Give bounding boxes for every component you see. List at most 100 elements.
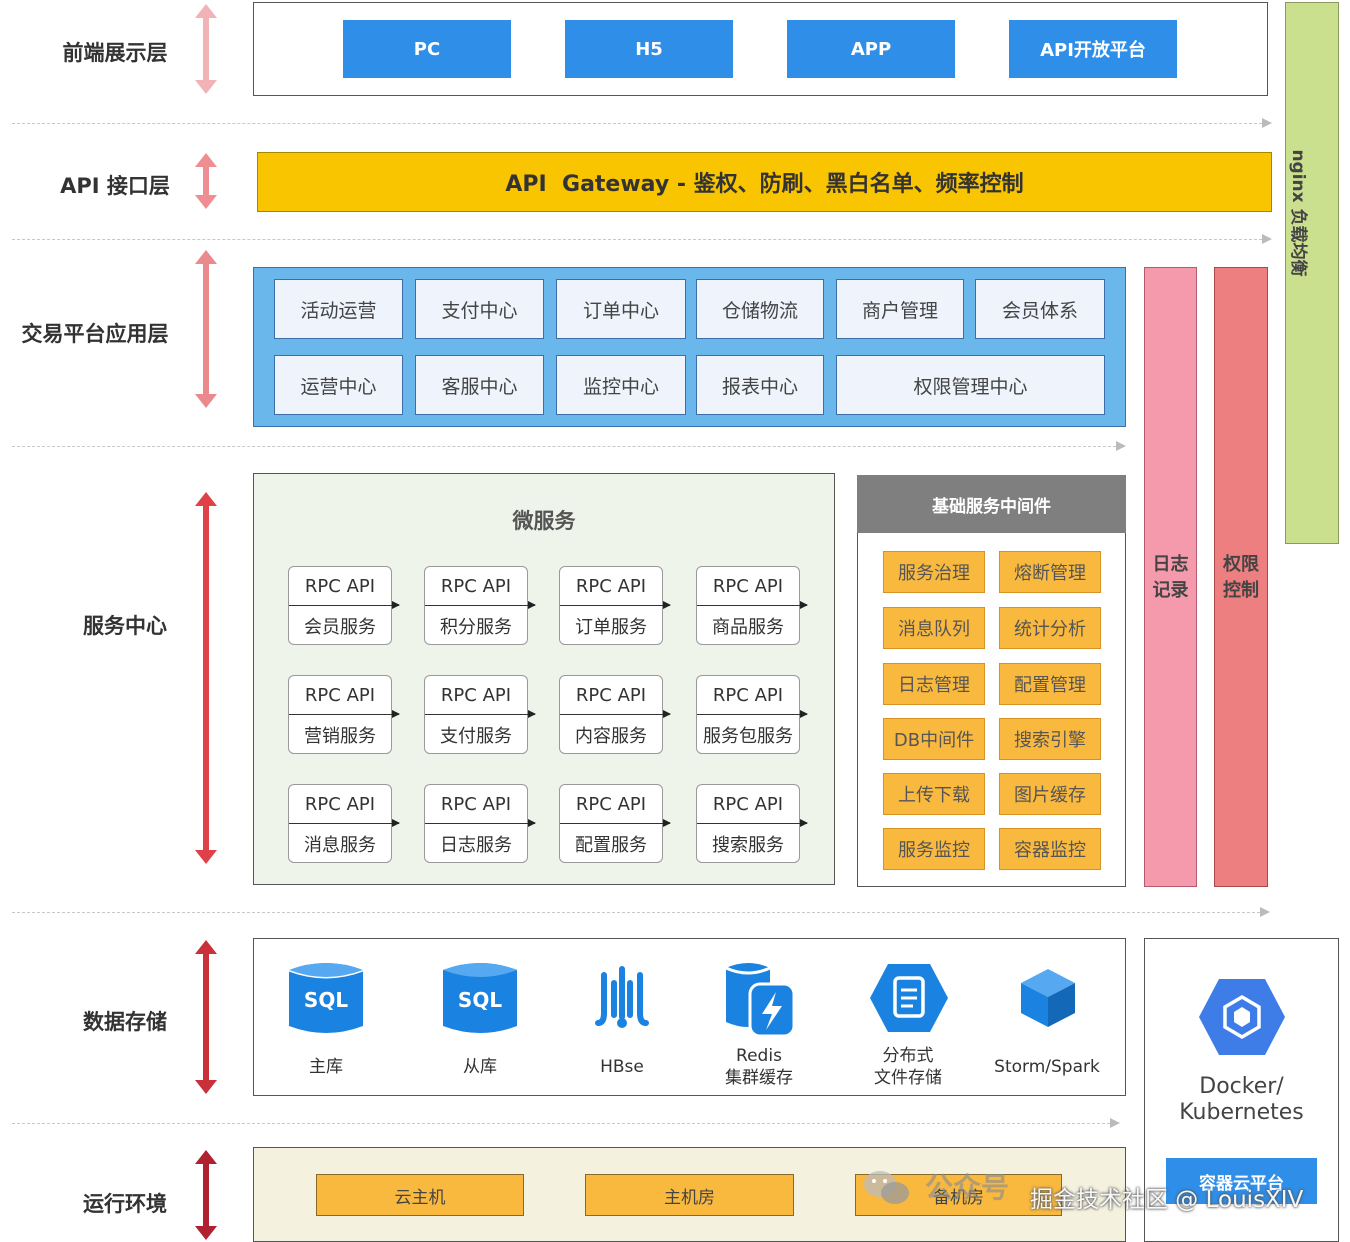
rpc-api-label: RPC API [440, 684, 512, 706]
rpc-arrow [560, 710, 671, 718]
layer-label-api: API 接口层 [60, 174, 170, 198]
docker-label-2: Kubernetes [1179, 1100, 1304, 1125]
middleware-item[interactable]: 服务治理 [883, 551, 985, 593]
rpc-service-name: 营销服务 [304, 725, 376, 747]
app-tile-merchant[interactable]: 商户管理 [836, 279, 964, 339]
nginx-label: nginx 负载均衡 [1288, 149, 1308, 277]
middleware-item[interactable]: 搜索引擎 [999, 718, 1101, 760]
file-storage-icon [868, 962, 950, 1034]
storage-dfs-label-2: 文件存储 [874, 1068, 942, 1088]
app-tile-permission[interactable]: 权限管理中心 [836, 355, 1105, 415]
rpc-service-card[interactable]: RPC API 营销服务 [288, 675, 400, 754]
separator [12, 234, 1272, 244]
middleware-item[interactable]: 日志管理 [883, 663, 985, 705]
frontend-item-open-api[interactable]: API开放平台 [1009, 20, 1177, 78]
runtime-main-idc[interactable]: 主机房 [585, 1174, 794, 1216]
app-tile-member[interactable]: 会员体系 [975, 279, 1105, 339]
frontend-item-pc[interactable]: PC [343, 20, 511, 78]
rpc-api-label: RPC API [304, 575, 376, 597]
rpc-arrow [425, 710, 536, 718]
sql-database-icon: SQL [285, 958, 367, 1040]
rpc-arrow [425, 601, 536, 609]
middleware-item[interactable]: 服务监控 [883, 828, 985, 870]
rpc-service-card[interactable]: RPC API 内容服务 [559, 675, 671, 754]
app-tile-operation[interactable]: 运营中心 [274, 355, 403, 415]
rpc-service-name: 内容服务 [575, 725, 647, 747]
app-tile-activity[interactable]: 活动运营 [274, 279, 403, 339]
rpc-service-card[interactable]: RPC API 消息服务 [288, 784, 400, 863]
app-tile-monitor[interactable]: 监控中心 [556, 355, 686, 415]
middleware-item[interactable]: 图片缓存 [999, 773, 1101, 815]
rpc-arrow [289, 819, 400, 827]
rpc-api-label: RPC API [575, 575, 647, 597]
layer-label-storage: 数据存储 [83, 1010, 167, 1034]
sql-database-icon: SQL [439, 958, 521, 1040]
frontend-item-app[interactable]: APP [787, 20, 955, 78]
rpc-service-card[interactable]: RPC API 商品服务 [696, 566, 808, 645]
storage-slave-label: 从库 [463, 1057, 497, 1077]
rpc-service-card[interactable]: RPC API 会员服务 [288, 566, 400, 645]
rpc-service-name: 服务包服务 [703, 725, 793, 747]
nginx-load-balancer[interactable]: nginx 负载均衡 [1285, 2, 1339, 544]
rpc-api-label: RPC API [440, 793, 512, 815]
middleware-item[interactable]: DB中间件 [883, 718, 985, 760]
middleware-item[interactable]: 配置管理 [999, 663, 1101, 705]
log-label-2: 记录 [1152, 580, 1189, 601]
app-tile-report[interactable]: 报表中心 [696, 355, 824, 415]
middleware-item[interactable]: 统计分析 [999, 607, 1101, 649]
layer-label-frontend: 前端展示层 [62, 41, 168, 65]
wechat-icon [862, 1168, 912, 1208]
storage-redis-label-1: Redis [736, 1046, 782, 1066]
frontend-item-h5[interactable]: H5 [565, 20, 733, 78]
rpc-api-label: RPC API [304, 684, 376, 706]
rpc-service-name: 商品服务 [712, 616, 784, 638]
rpc-api-label: RPC API [440, 575, 512, 597]
perm-label-2: 控制 [1223, 580, 1259, 601]
separator [12, 441, 1126, 451]
middleware-item[interactable]: 熔断管理 [999, 551, 1101, 593]
rpc-arrow [560, 601, 671, 609]
runtime-cloud-host[interactable]: 云主机 [316, 1174, 524, 1216]
middleware-item[interactable]: 消息队列 [883, 607, 985, 649]
storage-panel [253, 938, 1126, 1096]
rpc-arrow [289, 601, 400, 609]
microservice-title: 微服务 [512, 509, 576, 533]
app-tile-order[interactable]: 订单中心 [556, 279, 686, 339]
app-tile-payment[interactable]: 支付中心 [415, 279, 544, 339]
rpc-api-label: RPC API [712, 575, 784, 597]
rpc-api-label: RPC API [712, 793, 784, 815]
api-gateway[interactable]: API Gateway - 鉴权、防刷、黑白名单、频率控制 [257, 152, 1272, 212]
middleware-item[interactable]: 容器监控 [999, 828, 1101, 870]
storage-dfs-label-1: 分布式 [882, 1046, 934, 1066]
rpc-api-label: RPC API [575, 684, 647, 706]
rpc-service-name: 会员服务 [304, 616, 376, 638]
rpc-arrow [425, 819, 536, 827]
rpc-service-name: 积分服务 [440, 616, 512, 638]
rpc-arrow [289, 710, 400, 718]
middleware-item[interactable]: 上传下载 [883, 773, 985, 815]
rpc-api-label: RPC API [304, 793, 376, 815]
docker-label-1: Docker/ [1199, 1074, 1284, 1099]
rpc-arrow [560, 819, 671, 827]
rpc-service-name: 支付服务 [440, 725, 512, 747]
storage-hbase-label: HBse [600, 1057, 644, 1077]
app-tile-logistics[interactable]: 仓储物流 [696, 279, 824, 339]
sql-text: SQL [303, 988, 349, 1012]
rpc-service-card[interactable]: RPC API 订单服务 [559, 566, 671, 645]
layer-label-runtime: 运行环境 [83, 1192, 167, 1216]
rpc-service-name: 配置服务 [575, 834, 647, 856]
rpc-service-name: 订单服务 [575, 616, 647, 638]
app-tile-customer-service[interactable]: 客服中心 [415, 355, 544, 415]
permission-control-column[interactable]: 权限 控制 [1214, 267, 1268, 887]
rpc-service-name: 消息服务 [304, 834, 376, 856]
rpc-service-card[interactable]: RPC API 支付服务 [424, 675, 536, 754]
container-platform-button[interactable]: 容器云平台 [1166, 1158, 1317, 1204]
rpc-arrow [697, 710, 808, 718]
separator [12, 1118, 1120, 1128]
rpc-service-card[interactable]: RPC API 积分服务 [424, 566, 536, 645]
log-record-column[interactable]: 日志 记录 [1144, 267, 1197, 887]
